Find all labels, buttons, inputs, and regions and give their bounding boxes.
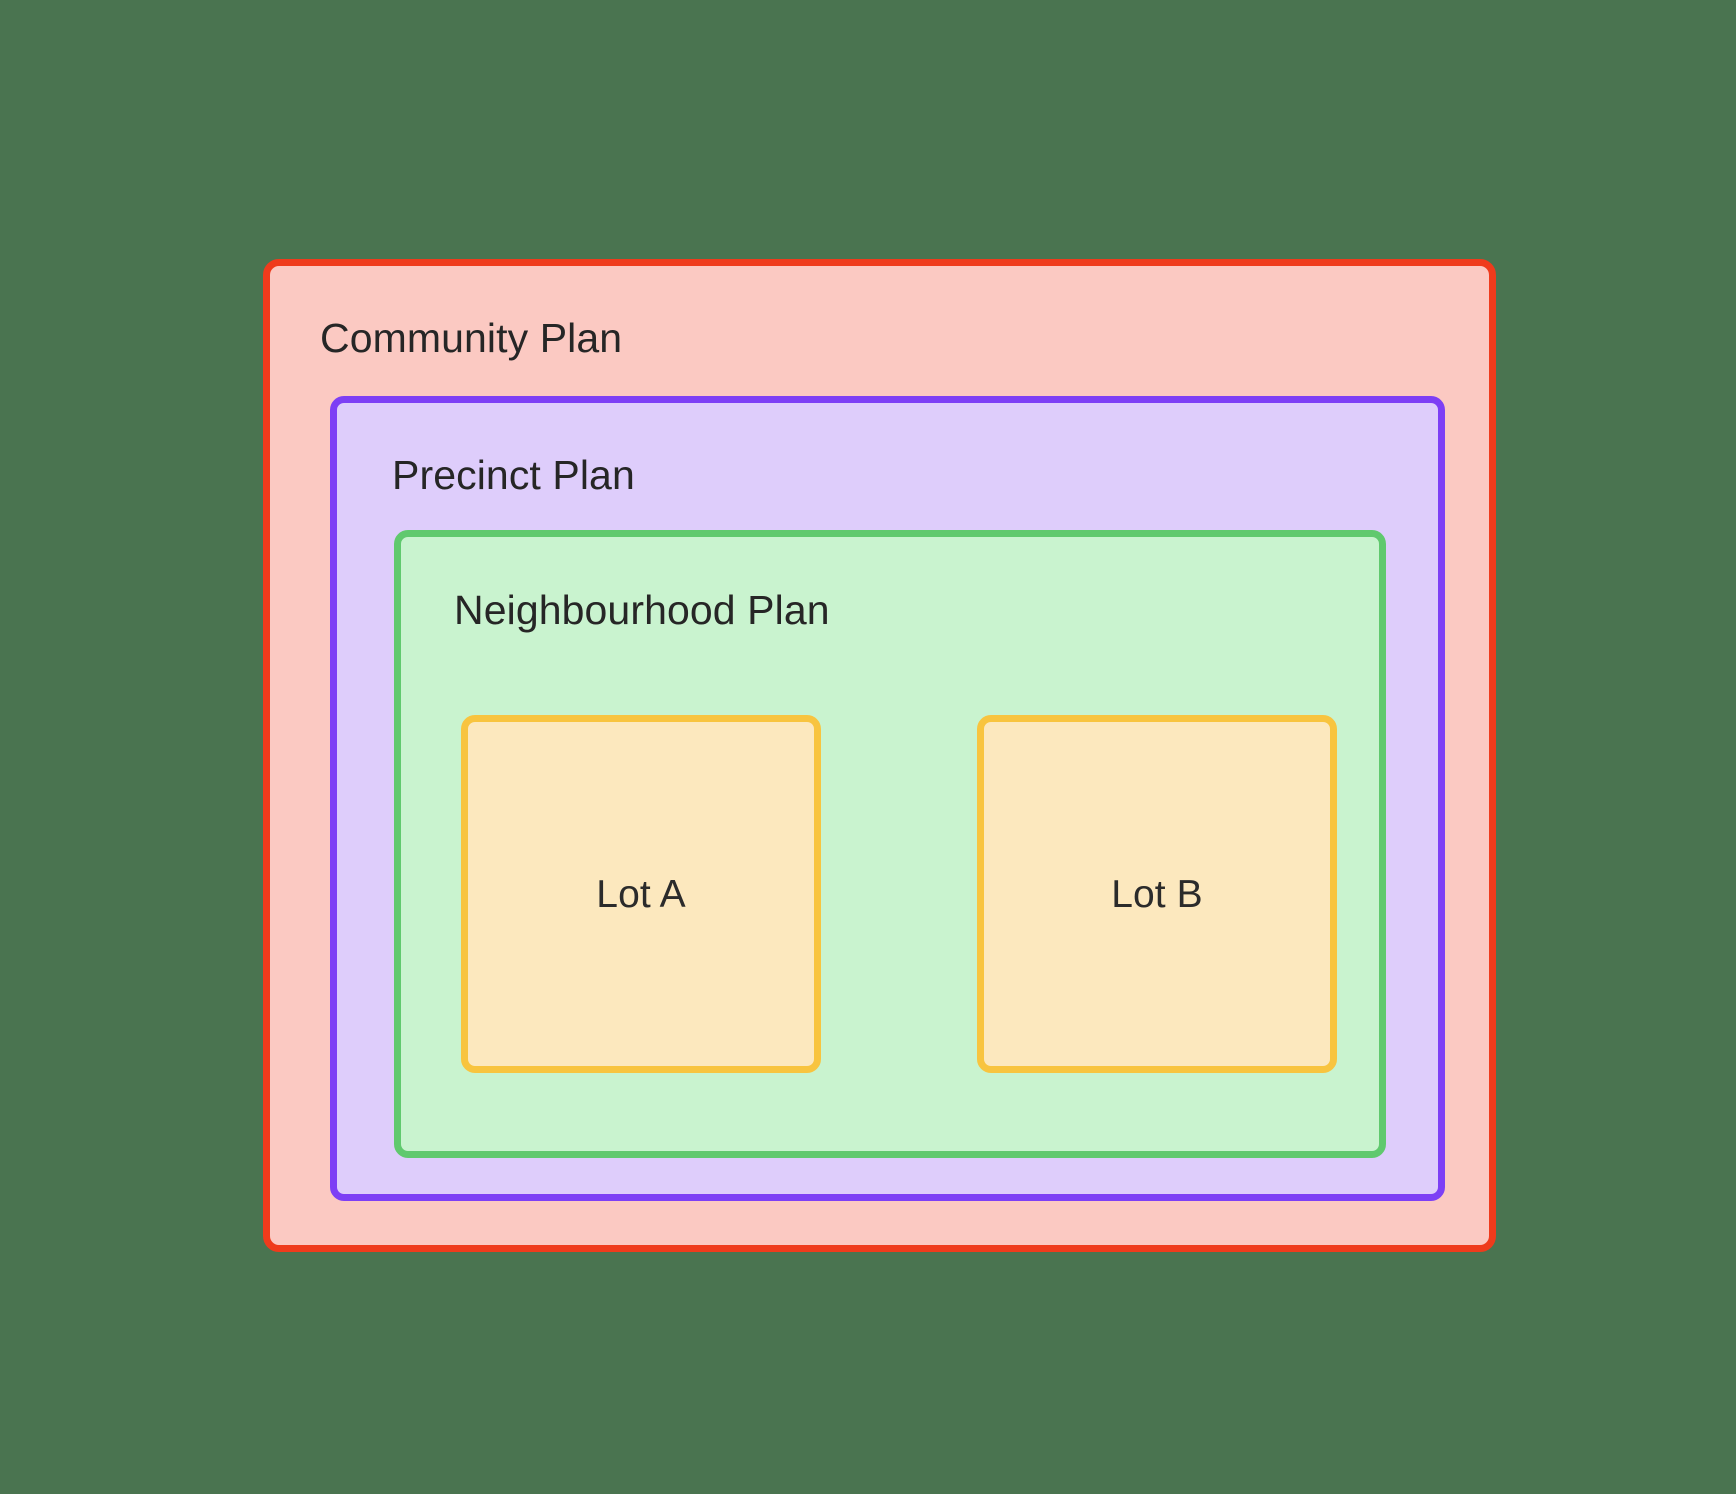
lot-a-label: Lot A bbox=[596, 872, 686, 916]
container-lot-b[interactable]: Lot B bbox=[977, 715, 1337, 1073]
precinct-plan-title: Precinct Plan bbox=[392, 452, 635, 498]
lots-row: Lot A Lot B bbox=[401, 715, 1379, 1073]
community-plan-title: Community Plan bbox=[320, 315, 623, 361]
neighbourhood-plan-title: Neighbourhood Plan bbox=[454, 587, 830, 633]
container-precinct-plan[interactable]: Precinct Plan Neighbourhood Plan Lot A L… bbox=[330, 396, 1445, 1201]
container-lot-a[interactable]: Lot A bbox=[461, 715, 821, 1073]
lot-b-label: Lot B bbox=[1111, 872, 1203, 916]
container-community-plan[interactable]: Community Plan Precinct Plan Neighbourho… bbox=[263, 259, 1496, 1252]
container-neighbourhood-plan[interactable]: Neighbourhood Plan Lot A Lot B bbox=[394, 530, 1386, 1158]
